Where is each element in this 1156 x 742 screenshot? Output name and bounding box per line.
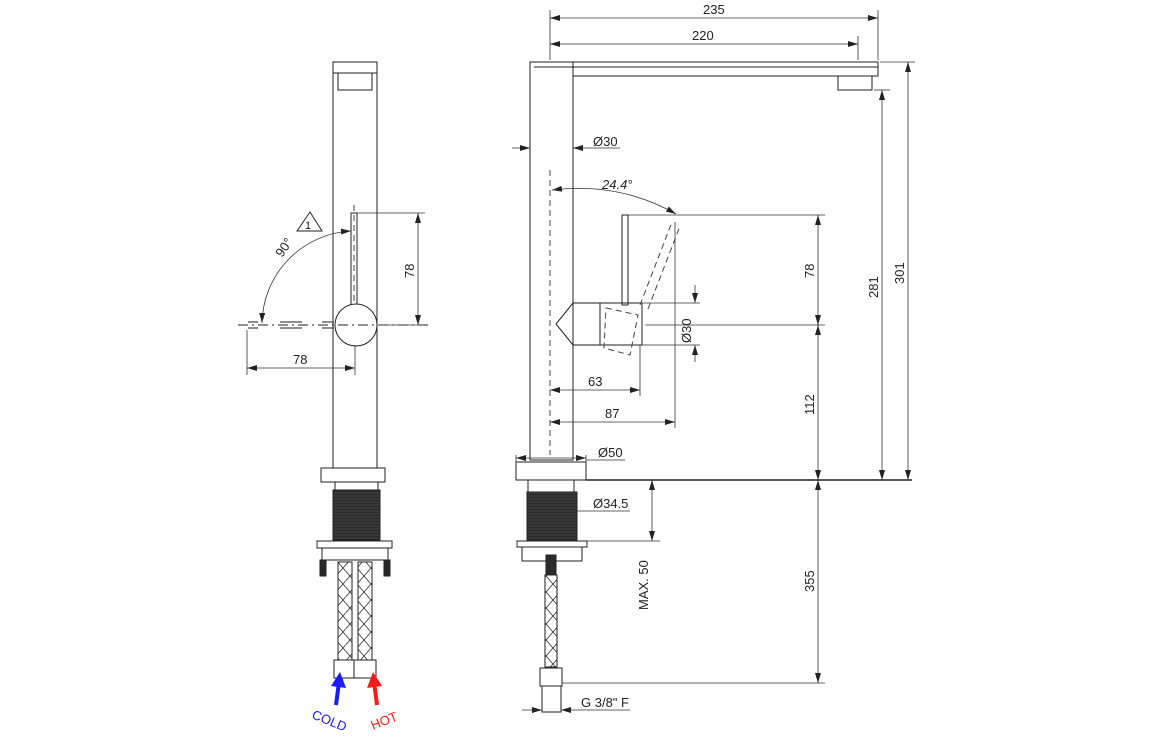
faucet-body bbox=[529, 61, 574, 461]
connection-thread-label: G 3/8" F bbox=[581, 695, 629, 710]
dim-handle-diameter: Ø30 bbox=[679, 318, 694, 343]
base-flange bbox=[515, 461, 587, 481]
hose-connector bbox=[539, 667, 563, 687]
threaded-shank bbox=[332, 489, 381, 541]
dim-112: 112 bbox=[802, 394, 817, 415]
spout-outlet bbox=[337, 72, 373, 91]
dim-thread-diameter: Ø34.5 bbox=[593, 496, 628, 511]
dim-301: 301 bbox=[892, 262, 907, 284]
dim-body-diameter: Ø30 bbox=[593, 134, 618, 149]
angle-label: 24.4° bbox=[601, 177, 633, 192]
warning-triangle-icon: 1 bbox=[296, 211, 323, 232]
warning-number: 1 bbox=[305, 220, 311, 232]
dim-handle-height: 78 bbox=[402, 264, 417, 278]
stud bbox=[319, 559, 327, 577]
dim-87: 87 bbox=[605, 406, 619, 421]
dim-max-deck: MAX. 50 bbox=[636, 560, 651, 610]
front-view: 90° 1 78 78 COLD HOT bbox=[238, 61, 432, 734]
dim-63: 63 bbox=[588, 374, 602, 389]
dim-281: 281 bbox=[866, 276, 881, 298]
dim-spout-reach: 220 bbox=[692, 28, 714, 43]
spout-outlet bbox=[837, 75, 873, 91]
rotation-arc bbox=[259, 228, 352, 324]
handle-lever bbox=[621, 214, 629, 306]
cold-hose bbox=[337, 561, 353, 661]
base-flange bbox=[320, 467, 386, 483]
hot-label: HOT bbox=[369, 709, 400, 733]
supply-hose bbox=[544, 574, 558, 668]
hot-hose bbox=[357, 561, 373, 661]
dim-handle-swing: 78 bbox=[293, 352, 307, 367]
side-view: 235 220 Ø30 24.4° 78 Ø30 63 87 112 281 3… bbox=[512, 2, 915, 713]
fixing-nut bbox=[516, 540, 588, 548]
dim-base-diameter: Ø50 bbox=[598, 445, 623, 460]
dim-total-reach: 235 bbox=[703, 2, 725, 17]
stud bbox=[545, 554, 557, 576]
threaded-shank bbox=[526, 491, 578, 542]
handle-cartridge bbox=[555, 302, 601, 346]
cold-label: COLD bbox=[310, 707, 349, 734]
fixing-nut bbox=[316, 540, 393, 549]
dim-handle-height-side: 78 bbox=[802, 264, 817, 278]
handle-hub bbox=[599, 302, 643, 346]
stud bbox=[383, 559, 391, 577]
spout bbox=[530, 61, 879, 77]
dim-355: 355 bbox=[802, 570, 817, 592]
